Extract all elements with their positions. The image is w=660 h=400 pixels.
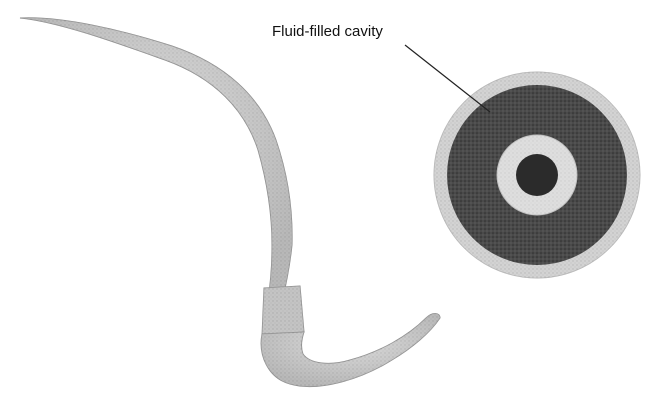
label-leader-line [405,45,490,112]
gut-lumen [516,154,558,196]
worm-body-shape [20,18,292,302]
cavity-label: Fluid-filled cavity [272,23,383,40]
cross-section [434,72,640,278]
worm-body [20,18,440,387]
